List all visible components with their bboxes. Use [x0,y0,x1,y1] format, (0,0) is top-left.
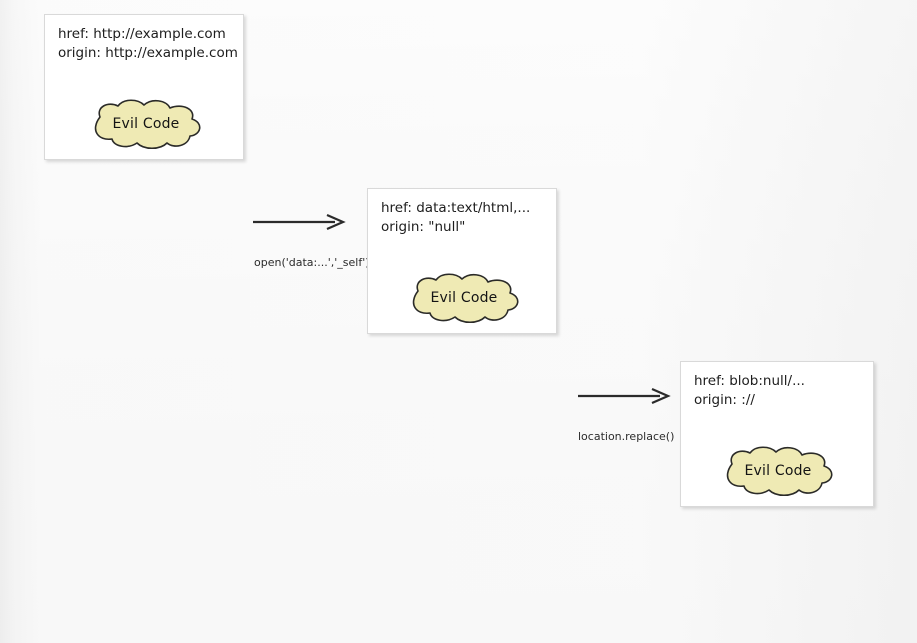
blob-label: Evil Code [112,116,180,132]
blob-label: Evil Code [744,463,812,479]
node-origin: origin: :// [694,392,755,408]
arrow-label: open('data:...','_self') [254,256,370,269]
evil-code-blob: Evil Code [718,444,838,498]
node-text: href: data:text/html,... origin: "null" [381,199,530,237]
node-box: href: http://example.com origin: http://… [44,14,244,160]
flow-arrow [578,387,671,404]
node-box: href: blob:null/... origin: :// Evil Cod… [680,361,874,507]
node-href: href: data:text/html,... [381,199,531,216]
evil-code-blob: Evil Code [404,271,524,325]
evil-code-blob: Evil Code [86,97,206,151]
node-href: href: http://example.com [58,26,226,42]
node-box: href: data:text/html,... origin: "null" … [367,187,557,334]
flow-arrow [253,213,346,231]
node-origin: origin: http://example.com [58,45,238,61]
blob-label: Evil Code [430,289,498,306]
node-origin: origin: "null" [381,218,466,235]
node-href: href: blob:null/... [694,373,805,389]
node-text: href: blob:null/... origin: :// [694,372,805,410]
arrow-label: location.replace() [578,429,675,443]
node-text: href: http://example.com origin: http://… [58,25,238,63]
